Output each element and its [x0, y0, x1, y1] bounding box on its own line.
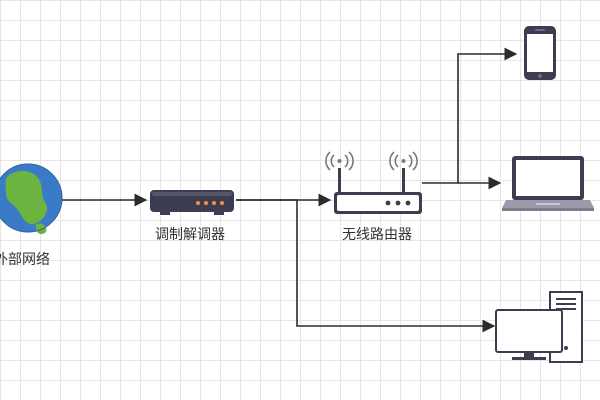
edge-modem-desktop [236, 199, 496, 333]
modem-label: 调制解调器 [155, 227, 225, 243]
smartphone-icon [524, 26, 556, 80]
wifi-signal-icon [325, 151, 418, 171]
laptop-icon [502, 156, 594, 211]
desktop-computer-icon [495, 291, 583, 363]
wifi-router-icon [325, 151, 422, 214]
modem-icon [150, 190, 234, 215]
edge-router-phone [422, 47, 518, 184]
internet-label: 外部网络 [0, 252, 50, 268]
globe-icon [0, 163, 63, 235]
router-label: 无线路由器 [342, 227, 412, 243]
